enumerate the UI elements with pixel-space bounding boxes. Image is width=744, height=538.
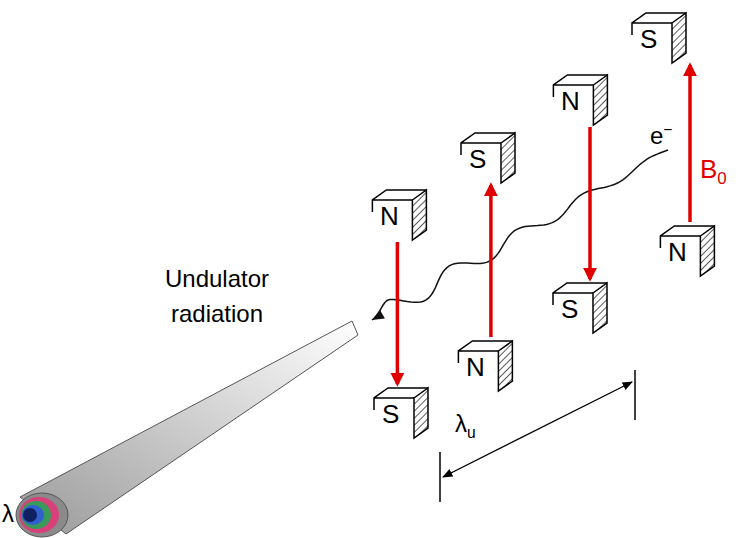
magnet-shape xyxy=(370,384,440,440)
magnet-shape xyxy=(549,71,620,127)
dimension-tick xyxy=(439,452,441,502)
dimension-tick xyxy=(634,370,636,420)
magnet-pole: S xyxy=(628,9,698,65)
pole-letter: S xyxy=(469,146,486,172)
diagram-label: Undulator radiation xyxy=(122,262,312,332)
diagram-label: e− xyxy=(650,124,672,148)
field-arrow xyxy=(688,65,692,222)
pole-letter: S xyxy=(561,296,578,322)
magnet-pole: N xyxy=(368,186,439,242)
magnet-shape xyxy=(368,186,439,242)
field-arrow xyxy=(396,242,400,384)
pole-letter: N xyxy=(668,239,687,265)
magnet-pole: S xyxy=(370,384,440,440)
radiation-cone xyxy=(20,321,358,534)
magnet-shape xyxy=(656,222,727,278)
diagram-label: λu xyxy=(455,412,476,436)
dimension-line xyxy=(443,382,632,477)
radiation-disk xyxy=(16,493,68,537)
pole-letter: S xyxy=(382,401,399,427)
pole-letter: N xyxy=(380,203,399,229)
field-arrow xyxy=(489,185,493,337)
magnet-pole: S xyxy=(549,279,619,335)
pole-letter: N xyxy=(561,88,580,114)
electron-beam xyxy=(372,150,668,320)
magnet-shape xyxy=(628,9,698,65)
magnet-pole: N xyxy=(656,222,727,278)
magnet-shape xyxy=(457,129,527,185)
magnet-pole: N xyxy=(549,71,620,127)
magnet-pole: N xyxy=(454,337,525,393)
magnet-shape xyxy=(549,279,619,335)
diagram-label: λ xyxy=(2,502,14,526)
field-label: B0 xyxy=(700,156,727,182)
beam-arrowhead xyxy=(372,310,385,320)
magnet-pole: S xyxy=(457,129,527,185)
pole-letter: N xyxy=(466,354,485,380)
magnet-shape xyxy=(454,337,525,393)
field-arrow xyxy=(588,127,592,279)
pole-letter: S xyxy=(640,26,657,52)
